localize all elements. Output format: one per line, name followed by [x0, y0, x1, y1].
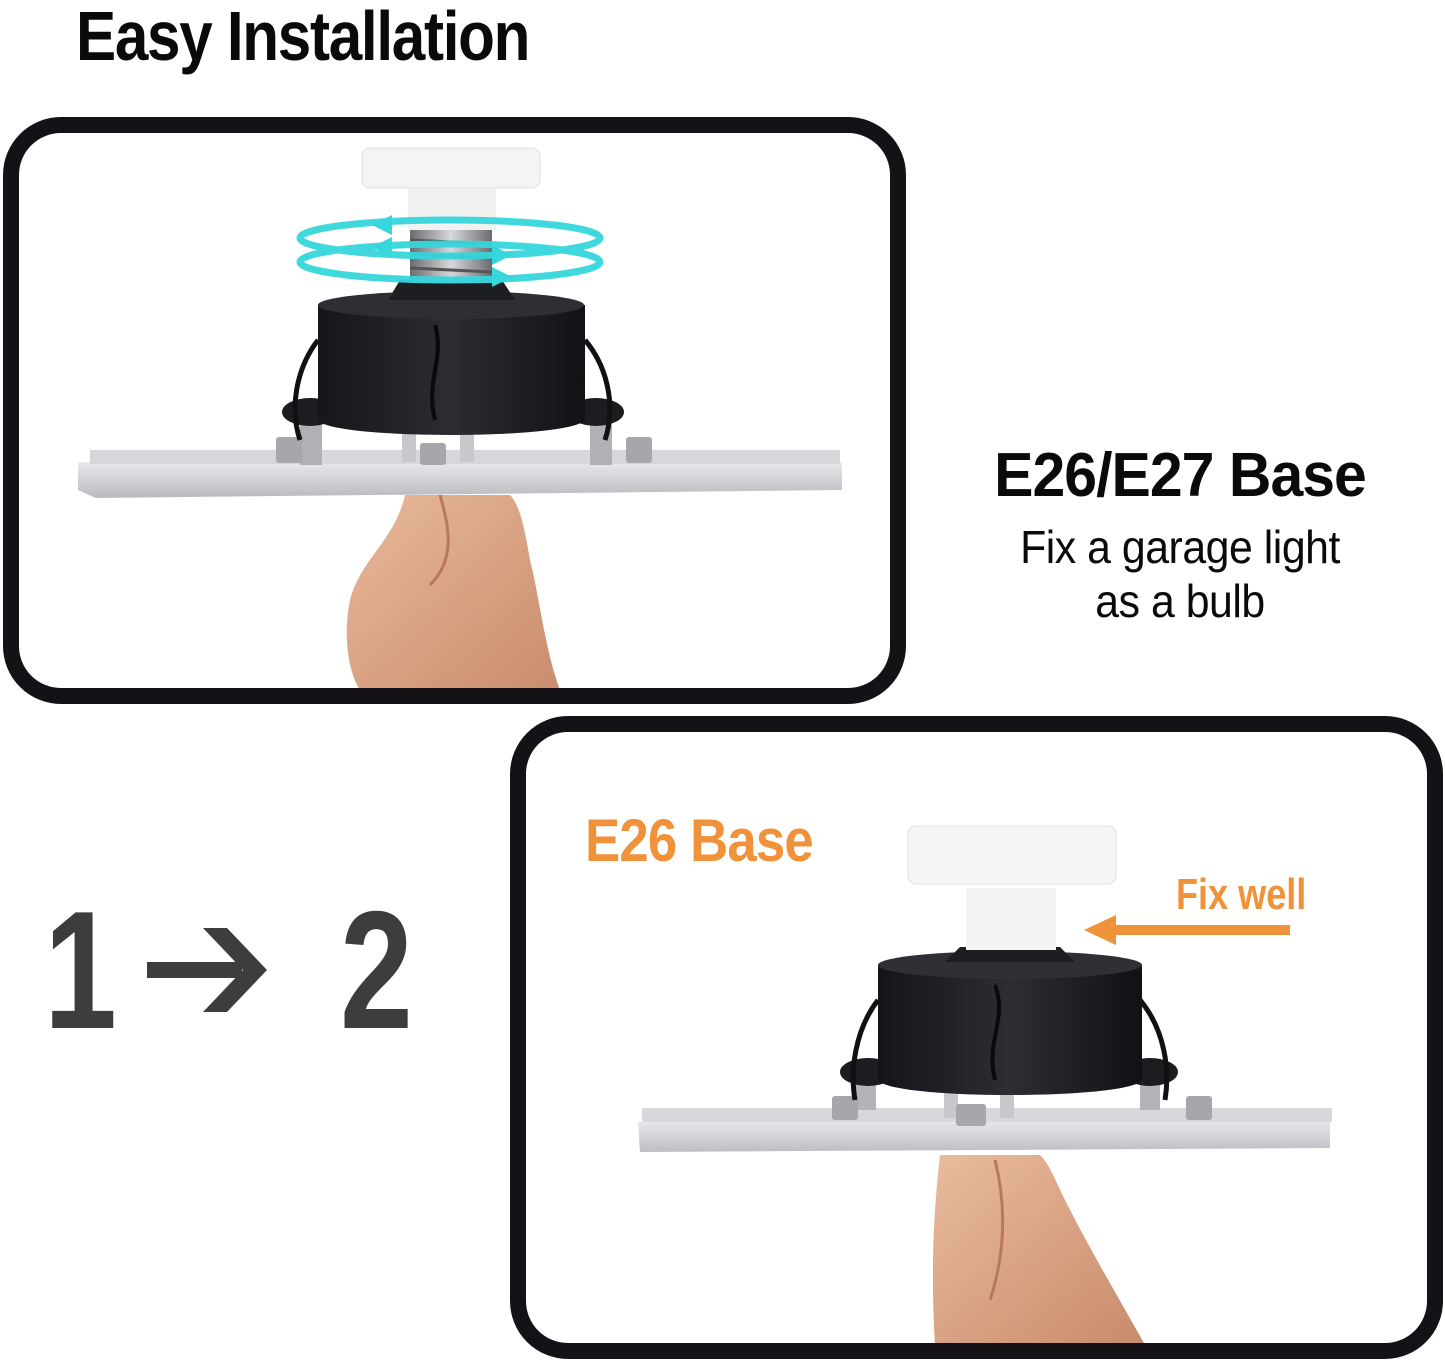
step-number-from: 1: [44, 876, 117, 1064]
base-spec-title: E26/E27 Base: [994, 441, 1367, 510]
light-with-fixed-adapter-image: [638, 825, 1332, 1343]
base-spec-description-line-1: Fix a garage light: [1020, 521, 1340, 573]
e26-base-label: E26 Base: [585, 807, 814, 874]
right-arrow-icon: [147, 928, 267, 1012]
light-with-rotating-adapter-image: [78, 147, 842, 688]
base-spec-block: E26/E27 Base Fix a garage light as a bul…: [920, 440, 1440, 628]
installation-photo-frame-2: [510, 716, 1443, 1359]
page-title: Easy Installation: [76, 0, 530, 75]
step-number-to: 2: [340, 876, 413, 1064]
base-spec-description-line-2: as a bulb: [1095, 575, 1265, 627]
installation-photo-frame-1: [3, 117, 906, 704]
fix-well-label: Fix well: [1176, 870, 1307, 919]
step-indicator: 1 2: [40, 876, 440, 1064]
